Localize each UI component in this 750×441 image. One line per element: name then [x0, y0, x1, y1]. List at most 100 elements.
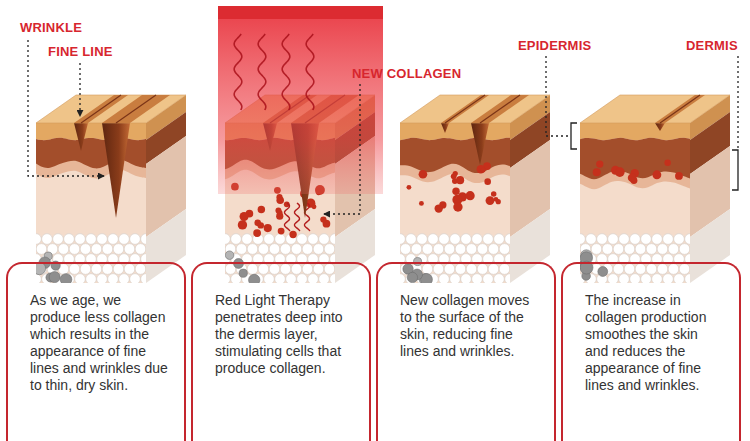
- fat-cell: [591, 244, 602, 255]
- fat-cell: [280, 264, 291, 275]
- fat-cell: [264, 274, 275, 283]
- fat-cell: [97, 274, 108, 283]
- fat-cell: [685, 234, 690, 245]
- side-face: [510, 95, 550, 283]
- collagen-dot: [278, 228, 285, 235]
- upper-dermis-band: [36, 138, 146, 169]
- callout-label: DERMIS: [686, 38, 738, 53]
- collagen-dot: [491, 191, 497, 197]
- front-face: [580, 123, 690, 283]
- fat-cell: [477, 264, 488, 275]
- fat-cell: [494, 234, 505, 245]
- tissue-stone: [239, 269, 247, 277]
- tissue-stone: [598, 267, 608, 277]
- callout-label: FINE LINE: [48, 44, 113, 59]
- fat-cell: [269, 244, 280, 255]
- fat-cell: [630, 274, 641, 283]
- fat-cell: [330, 234, 335, 245]
- fat-cell: [302, 244, 313, 255]
- leader-line: [546, 56, 569, 136]
- text-panel: The increase in collagen production smoo…: [561, 262, 741, 441]
- fat-cell: [439, 274, 450, 283]
- panel-text: The increase in collagen production smoo…: [585, 292, 725, 394]
- fat-cell: [428, 234, 439, 245]
- fat-cell: [646, 264, 657, 275]
- collagen-dot: [451, 173, 457, 179]
- light-source: [218, 6, 383, 19]
- top-face: [36, 95, 186, 123]
- fat-cell: [652, 234, 663, 245]
- leader-line: [79, 63, 80, 116]
- fat-cell: [472, 234, 483, 245]
- skin-surface: [400, 95, 550, 123]
- light-wave: [294, 203, 300, 231]
- fat-cell: [97, 234, 108, 245]
- fat-cell: [580, 234, 585, 245]
- fat-cell: [119, 234, 130, 245]
- fat-cell: [247, 244, 258, 255]
- fat-cell: [36, 274, 41, 283]
- fat-cell: [483, 274, 494, 283]
- fat-cell: [124, 264, 135, 275]
- side-face: [146, 95, 186, 283]
- collagen-dot: [484, 178, 491, 185]
- fat-cell: [130, 234, 141, 245]
- fat-cell: [297, 274, 308, 283]
- fat-cell: [657, 264, 668, 275]
- fat-cell: [619, 234, 630, 245]
- fat-cell: [641, 274, 652, 283]
- collagen-dot: [481, 168, 486, 173]
- fat-cell: [488, 264, 499, 275]
- fold-line: [480, 95, 520, 123]
- callout-label: EPIDERMIS: [518, 38, 591, 53]
- leader-lines: [28, 40, 738, 214]
- fat-cell: [108, 274, 119, 283]
- collagen-dot: [466, 191, 475, 200]
- fat-cell: [400, 244, 411, 255]
- skin-fold: [441, 123, 449, 133]
- fat-cell: [417, 234, 428, 245]
- fat-cell: [108, 234, 119, 245]
- upper-dermis-band: [580, 138, 690, 180]
- collagen-dot: [435, 204, 443, 212]
- fat-cell: [422, 264, 433, 275]
- side-layer: [690, 209, 730, 283]
- fat-cell: [124, 244, 135, 255]
- fat-cell: [635, 244, 646, 255]
- collagen-dot: [615, 167, 625, 177]
- light-wave: [234, 34, 242, 110]
- collagen-dot: [628, 173, 637, 182]
- collagen-dot: [258, 206, 265, 213]
- collagen-dot: [419, 201, 424, 206]
- front-face: [36, 123, 146, 283]
- skin-fold: [655, 123, 665, 131]
- side-face: [690, 95, 730, 283]
- fat-cell: [36, 244, 47, 255]
- fat-cell: [275, 274, 286, 283]
- collagen-dot: [277, 210, 283, 216]
- callout-label: WRINKLE: [20, 20, 82, 35]
- upper-dermis-band: [400, 138, 510, 173]
- collagen-dot: [240, 212, 249, 221]
- collagen-dot: [419, 170, 428, 179]
- fat-cell: [586, 234, 597, 245]
- light-column: [218, 16, 383, 194]
- fat-cell: [483, 234, 494, 245]
- collagen-dot: [276, 194, 282, 200]
- fat-cell: [657, 244, 668, 255]
- collagen-dot: [238, 220, 247, 229]
- fat-cell: [400, 274, 405, 283]
- fat-cell: [291, 244, 302, 255]
- top-face: [400, 95, 550, 123]
- surface-fold: [102, 95, 170, 123]
- fat-cell: [286, 274, 297, 283]
- tissue-stone: [49, 272, 60, 283]
- fold-line: [116, 95, 156, 123]
- fat-cell: [466, 244, 477, 255]
- fat-cell: [308, 274, 319, 283]
- collagen-dot: [320, 216, 326, 222]
- collagen-dot: [675, 172, 683, 180]
- fat-cell: [135, 264, 146, 275]
- skin-fold: [102, 123, 130, 218]
- tissue-stone: [407, 272, 417, 282]
